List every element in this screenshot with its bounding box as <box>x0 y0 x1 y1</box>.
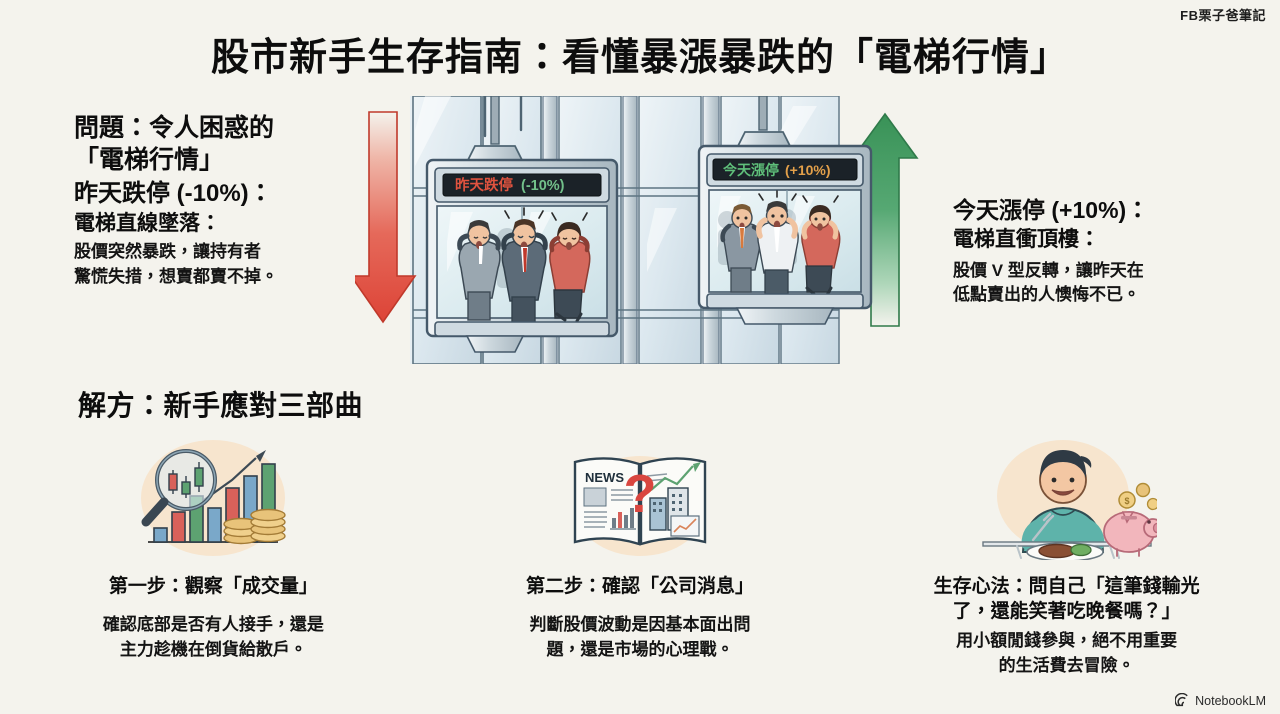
surprised-person-2 <box>756 190 799 295</box>
magnifier-bar-chart-coins-icon <box>141 440 287 556</box>
svg-text:$: $ <box>1124 496 1129 506</box>
surprised-person-3 <box>801 195 841 297</box>
step-1-title: 第一步：觀察「成交量」 <box>108 576 318 597</box>
rising-elevator-surprised-people-icon: 今天漲停 (+10%) <box>697 96 873 325</box>
problem-heading-line1: 問題：令人困惑的 <box>74 114 275 142</box>
source-watermark: FB栗子爸筆記 <box>1180 8 1266 23</box>
problem-subheading: 昨天跌停 (-10%)： <box>74 180 273 207</box>
right-display-label: 今天漲停 <box>722 162 779 178</box>
panicked-person-1 <box>457 220 501 321</box>
step-3-body-line1: 用小額閒錢參與，絕不用重要 <box>956 631 1178 651</box>
problem-text-block: 問題：令人困惑的 「電梯行情」 昨天跌停 (-10%)： 電梯直線墜落： 股價突… <box>74 112 374 289</box>
svg-text:(-10%): (-10%) <box>521 178 565 194</box>
notebooklm-label: NotebookLM <box>1195 693 1266 708</box>
step-3-title-line1: 生存心法：問自己「這筆錢輸光 <box>933 576 1200 597</box>
newspaper-headline: NEWS <box>585 470 624 485</box>
left-display-label: 昨天跌停 <box>455 176 513 194</box>
problem-subheading-2: 電梯直線墜落： <box>74 212 221 236</box>
question-mark-glyph: ? <box>623 464 656 524</box>
step-3-title-line2: 了，還能笑著吃晚餐嗎？」 <box>952 601 1181 623</box>
step-2-body-line2: 題，還是市場的心理戰。 <box>546 639 734 659</box>
upside-subheading: 電梯直衝頂樓： <box>953 227 1100 251</box>
page-title: 股市新手生存指南：看懂暴漲暴跌的「電梯行情」 <box>210 37 1069 79</box>
step-1-body-line1: 確認底部是否有人接手，還是 <box>102 615 324 635</box>
svg-text:(+10%): (+10%) <box>785 162 831 178</box>
panicked-person-3 <box>549 212 591 323</box>
problem-body-line1: 股價突然暴跌，讓持有者 <box>74 242 261 262</box>
step-2-title: 第二步：確認「公司消息」 <box>525 576 754 597</box>
notebooklm-branding: NotebookLM <box>1175 693 1266 708</box>
panicked-person-2 <box>501 207 548 326</box>
step-3-art: $ <box>977 432 1157 560</box>
step-2-art: NEWS <box>555 432 725 560</box>
step-1-body-line2: 主力趁機在倒貨給散戶。 <box>119 639 307 659</box>
falling-elevator-panicked-people-icon: 昨天跌停 (-10%) <box>425 96 619 353</box>
newspaper-question-mark-icon: NEWS <box>573 456 707 556</box>
step-card-3: $ 生存心法：問自己「這筆錢輸光 了，還能笑著吃晚餐嗎？」 用小額閒錢參與，絕不… <box>853 432 1280 678</box>
notebook-spiral-icon <box>1175 693 1188 707</box>
red-down-arrow-icon <box>355 111 417 324</box>
upside-heading: 今天漲停 (+10%)： <box>953 197 1150 223</box>
step-2-body-line1: 判斷股價波動是因基本面出問 <box>529 615 751 635</box>
step-3-body-line2: 的生活費去冒險。 <box>998 655 1135 675</box>
elevator-illustration: 昨天跌停 (-10%) <box>355 96 930 364</box>
man-eating-dinner-piggy-bank-icon: $ <box>981 440 1157 560</box>
upside-text-block: 今天漲停 (+10%)： 電梯直衝頂樓： 股價 V 型反轉，讓昨天在 低點賣出的… <box>953 196 1233 308</box>
step-1-art <box>128 432 298 560</box>
solution-heading: 解方：新手應對三部曲 <box>78 390 364 421</box>
problem-body-line2: 驚慌失措，想賣都賣不掉。 <box>74 266 278 286</box>
steps-row: 第一步：觀察「成交量」 確認底部是否有人接手，還是 主力趁機在倒貨給散戶。 NE… <box>0 432 1280 678</box>
step-card-1: 第一步：觀察「成交量」 確認底部是否有人接手，還是 主力趁機在倒貨給散戶。 <box>0 432 427 678</box>
upside-body-line2: 低點賣出的人懊悔不已。 <box>953 285 1140 305</box>
surprised-person-1 <box>720 204 763 293</box>
problem-heading-line2: 「電梯行情」 <box>74 146 225 174</box>
elevator-scene-svg: 昨天跌停 (-10%) <box>355 96 919 364</box>
upside-body-line1: 股價 V 型反轉，讓昨天在 <box>953 260 1144 280</box>
step-card-2: NEWS <box>427 432 854 678</box>
piggy-bank-icon: $ <box>1102 482 1157 557</box>
